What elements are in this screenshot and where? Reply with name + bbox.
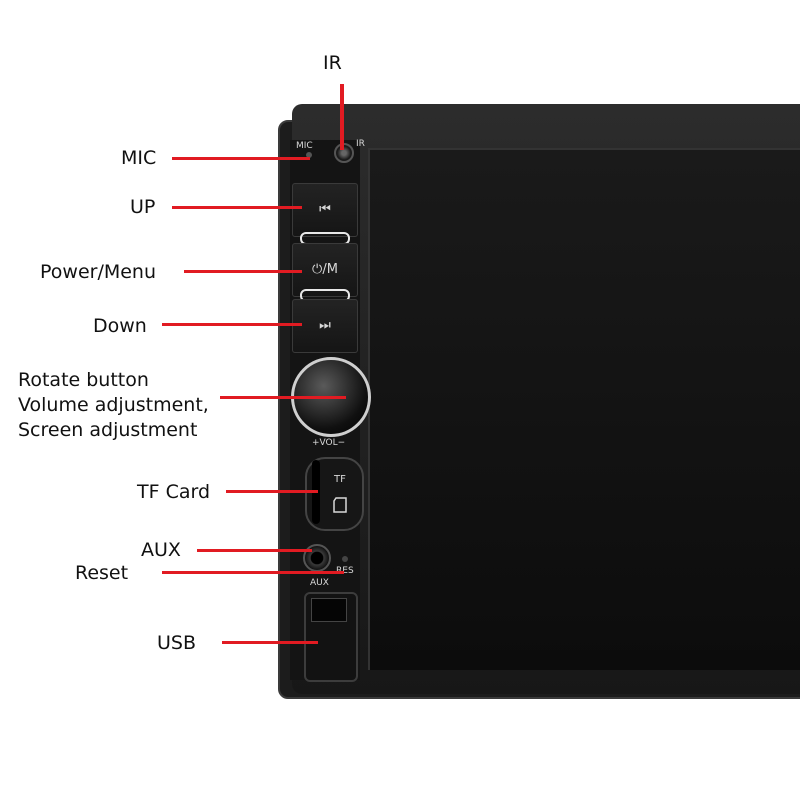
- label-down: Down: [93, 315, 147, 337]
- touch-screen[interactable]: [368, 148, 800, 670]
- next-track-icon: ⏭: [319, 318, 331, 333]
- tf-pointer-line: [226, 490, 318, 493]
- reset-pointer-line: [162, 571, 344, 574]
- reset-hole[interactable]: [342, 556, 348, 562]
- power-pointer-line: [184, 270, 302, 273]
- label-mic: MIC: [121, 147, 157, 169]
- device-mic-text: MIC: [296, 141, 313, 151]
- ir-pointer-line: [340, 84, 344, 150]
- label-tf-card: TF Card: [137, 481, 211, 503]
- tf-text: TF: [334, 474, 346, 485]
- label-ir: IR: [323, 52, 342, 74]
- label-usb: USB: [157, 632, 197, 654]
- aux-jack[interactable]: [303, 544, 331, 572]
- label-rotate-line1: Rotate button: [18, 369, 149, 391]
- label-power-menu: Power/Menu: [40, 261, 157, 283]
- aux-text: AUX: [310, 578, 329, 588]
- aux-pointer-line: [197, 549, 312, 552]
- mic-pointer-line: [172, 157, 310, 160]
- label-up: UP: [130, 196, 156, 218]
- label-rotate-line3: Screen adjustment: [18, 419, 198, 441]
- label-aux: AUX: [141, 539, 181, 561]
- vol-text: +VOL−: [312, 438, 346, 448]
- mic-hole: [306, 152, 312, 158]
- device-ir-text: IR: [356, 139, 365, 149]
- power-icon: ⏻/M: [312, 262, 338, 277]
- res-text: RES: [336, 566, 354, 576]
- prev-button[interactable]: ⏮: [292, 183, 358, 237]
- usb-pointer-line: [222, 641, 318, 644]
- previous-track-icon: ⏮: [319, 202, 331, 217]
- ir-sensor: [334, 143, 354, 163]
- rotate-pointer-line: [220, 396, 346, 399]
- label-rotate-line2: Volume adjustment,: [18, 394, 209, 416]
- label-reset: Reset: [75, 562, 129, 584]
- up-pointer-line: [172, 206, 302, 209]
- power-menu-button[interactable]: ⏻/M: [292, 243, 358, 297]
- usb-opening: [311, 598, 347, 622]
- next-button[interactable]: ⏭: [292, 299, 358, 353]
- sd-card-icon: [333, 497, 347, 513]
- down-pointer-line: [162, 323, 302, 326]
